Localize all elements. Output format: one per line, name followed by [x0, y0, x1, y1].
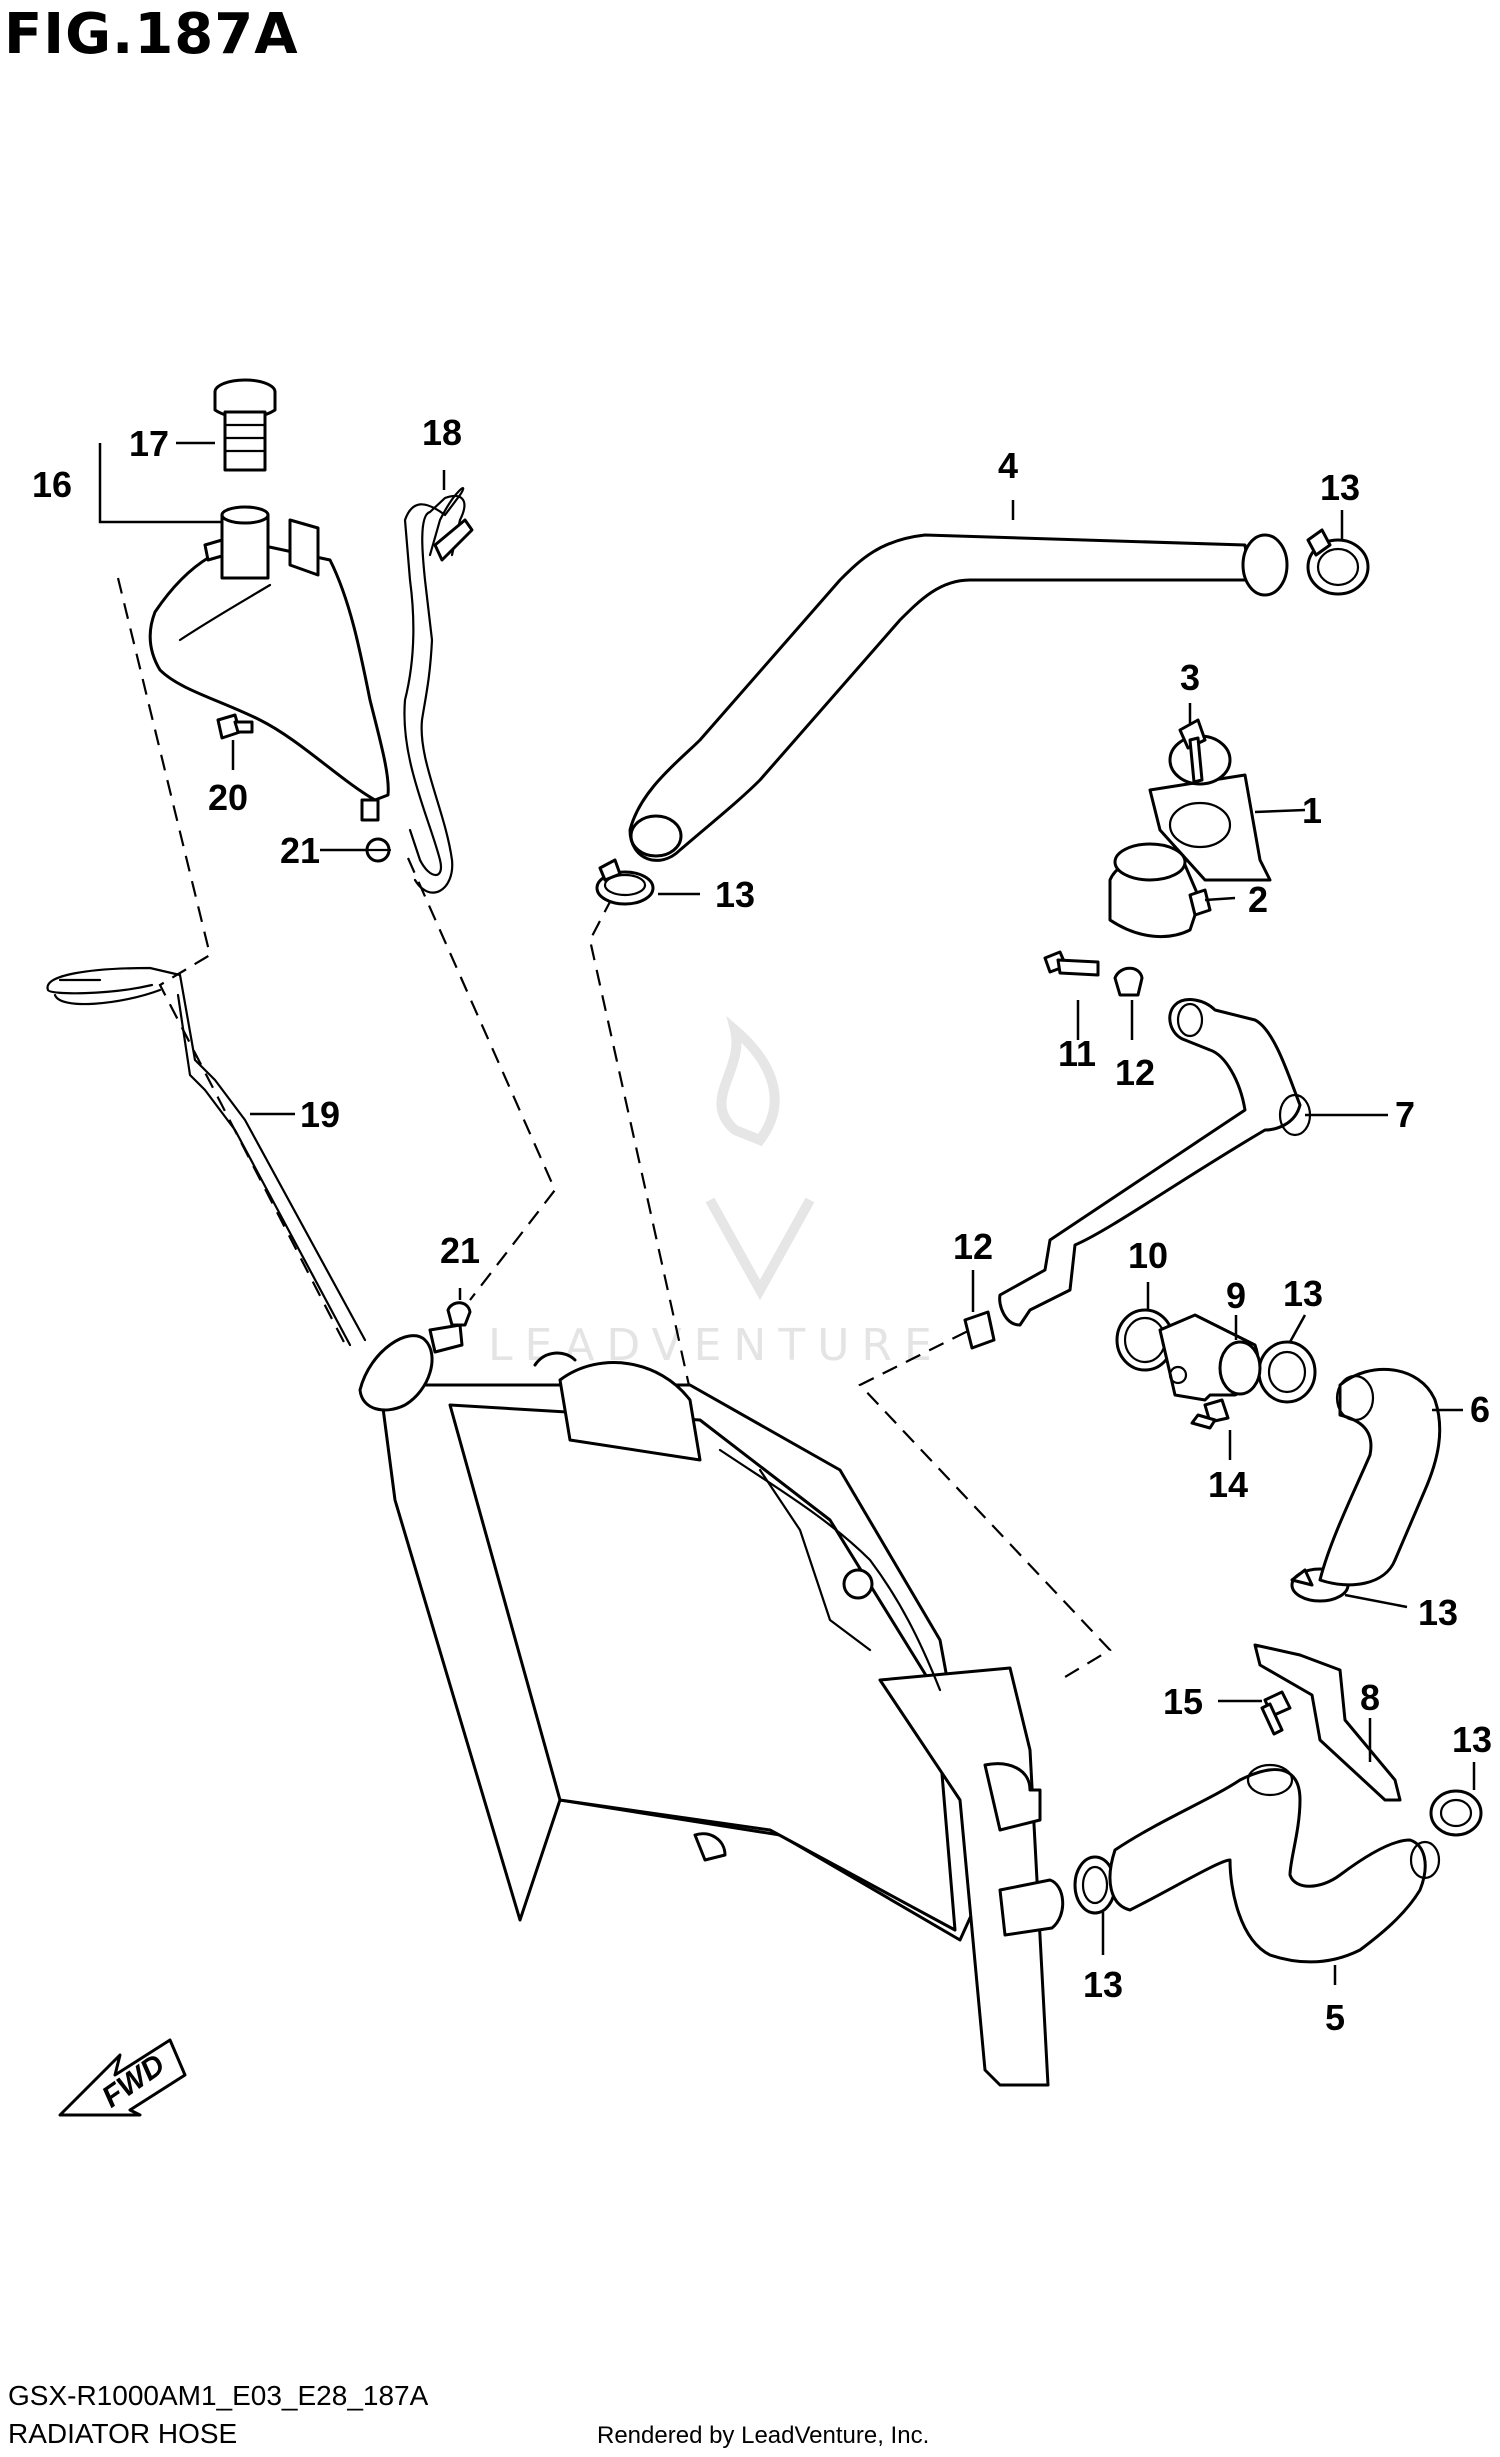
callout-9: 9 [1226, 1275, 1246, 1316]
reservoir-cap [213, 378, 277, 472]
callout-21-upper: 21 [280, 830, 320, 871]
callout-3: 3 [1180, 657, 1200, 698]
model-code: GSX-R1000AM1_E03_E28_187A [8, 2380, 429, 2411]
render-credit: Rendered by LeadVenture, Inc. [597, 2422, 930, 2449]
bolt-20 [216, 713, 254, 740]
thermostat-2 [1108, 842, 1212, 939]
callout-4: 4 [998, 445, 1018, 486]
callout-16: 16 [32, 464, 72, 505]
callout-8: 8 [1360, 1677, 1380, 1718]
reservoir-tank [148, 505, 390, 822]
water-inlet-9 [1158, 1313, 1262, 1402]
bolt-3 [1178, 718, 1207, 784]
fwd-arrow-icon: FWD [58, 2038, 187, 2117]
clamp-13-mid [1257, 1340, 1317, 1404]
bolt-15 [1260, 1690, 1292, 1736]
callout-7: 7 [1395, 1094, 1415, 1135]
overflow-hose-19 [46, 966, 367, 1347]
hose-6 [1318, 1367, 1442, 1587]
callout-13-mid: 13 [1283, 1273, 1323, 1314]
bolt-14 [1190, 1398, 1230, 1430]
callout-10: 10 [1128, 1235, 1168, 1276]
figure-title: FIG.187A [4, 2, 299, 67]
watermark-logo [705, 1016, 815, 1301]
radiator-cap [358, 1323, 464, 1412]
leader-lines [98, 441, 1476, 1985]
clip-12-upper [1113, 966, 1144, 997]
clip-21-upper [365, 837, 392, 863]
upper-hose-4 [628, 533, 1289, 862]
radiator [378, 1351, 1065, 2087]
callout-1: 1 [1302, 790, 1322, 831]
clip-12-lower [963, 1310, 996, 1350]
callout-13-bottom: 13 [1083, 1964, 1123, 2005]
callout-18: 18 [422, 412, 462, 453]
hose-7 [998, 998, 1312, 1327]
callout-13-lower-right: 13 [1452, 1719, 1492, 1760]
hose-18 [403, 487, 474, 894]
callout-13-upper-left: 13 [715, 874, 755, 915]
callout-13-lower-6: 13 [1418, 1592, 1458, 1633]
callouts: 1 2 3 4 5 6 7 8 9 10 11 12 12 13 13 13 1… [32, 412, 1492, 2038]
clip-21-lower [446, 1301, 472, 1327]
callout-14: 14 [1208, 1464, 1248, 1505]
callout-21-lower: 21 [440, 1230, 480, 1271]
callout-6: 6 [1470, 1389, 1490, 1430]
clamp-13-top-right [1306, 528, 1370, 596]
callout-17: 17 [129, 423, 169, 464]
callout-12-lower: 12 [953, 1226, 993, 1267]
callout-20: 20 [208, 777, 248, 818]
callout-2: 2 [1248, 879, 1268, 920]
callout-5: 5 [1325, 1997, 1345, 2038]
callout-11: 11 [1058, 1033, 1096, 1074]
bolt-11 [1043, 950, 1100, 977]
callout-15: 15 [1163, 1681, 1203, 1722]
watermark-text: LEADVENTURE [488, 1320, 944, 1371]
callout-13-top-right: 13 [1320, 467, 1360, 508]
bracket-8 [1253, 1643, 1402, 1802]
callout-12-upper: 12 [1115, 1052, 1155, 1093]
figure-name: RADIATOR HOSE [8, 2418, 238, 2449]
clamp-13-upper-left [595, 858, 655, 906]
clamp-13-lower-right [1429, 1789, 1483, 1837]
callout-19: 19 [300, 1094, 340, 1135]
lower-hose-5 [1108, 1763, 1441, 1964]
